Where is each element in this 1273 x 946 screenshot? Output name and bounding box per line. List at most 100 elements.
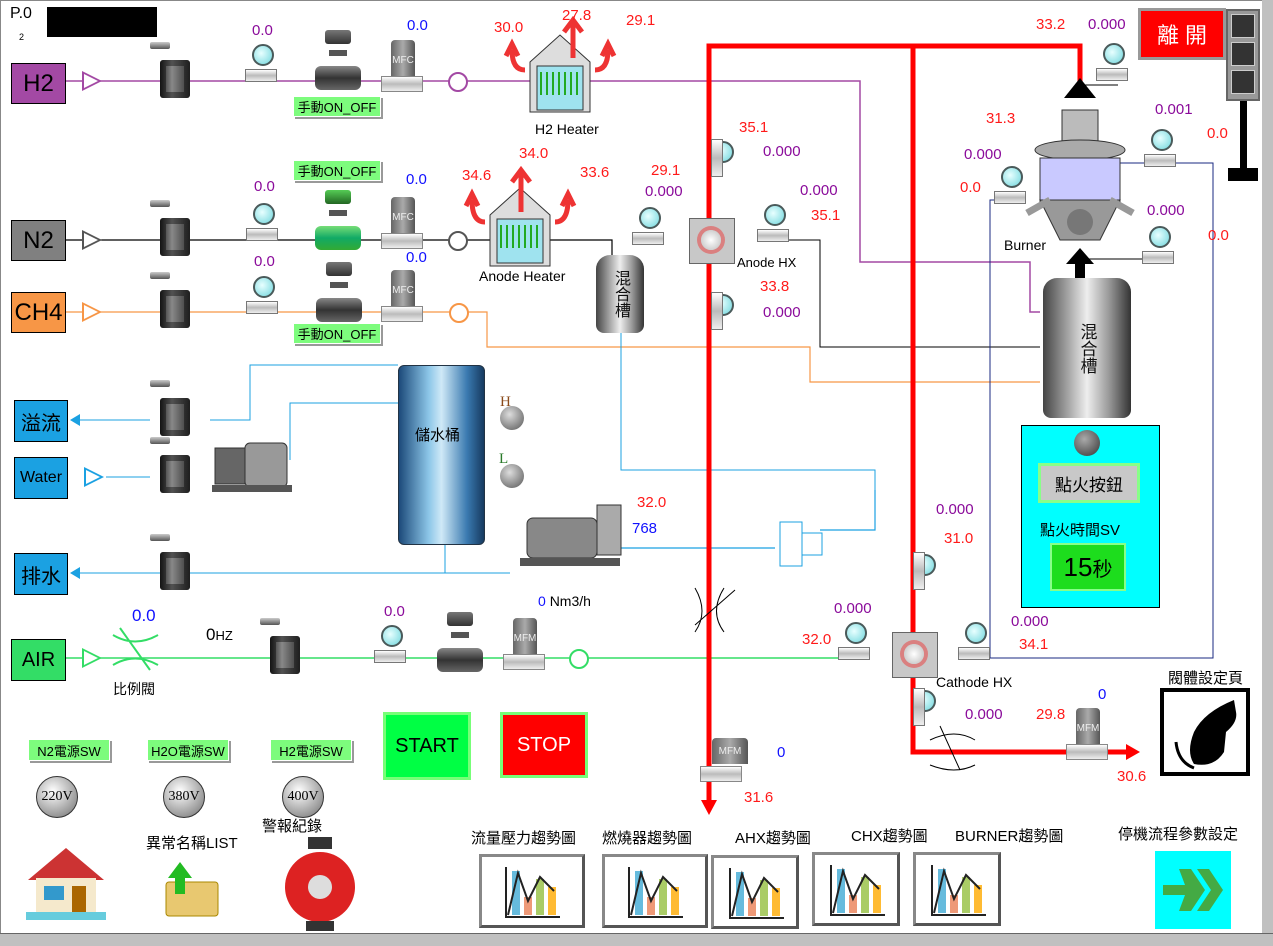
burner-right-top-value: 0.0: [1207, 125, 1228, 142]
ch4-ball-valve-icon[interactable]: [150, 272, 198, 330]
chx-out-temp: 29.8: [1036, 706, 1066, 723]
n2-mfc-icon: MFC: [381, 197, 423, 249]
n2-ball-valve-icon[interactable]: [150, 200, 198, 258]
anode-mfm-icon: MFM: [700, 730, 748, 782]
trend-button-burner[interactable]: [913, 852, 1001, 926]
home-icon[interactable]: [22, 840, 110, 925]
chart-icon: [729, 868, 784, 919]
ch4-manual-onoff-button[interactable]: 手動ON_OFF: [293, 323, 381, 344]
stop-button[interactable]: STOP: [500, 712, 588, 778]
anode-out-temp: 31.6: [744, 789, 774, 806]
h2-heater-label: H2 Heater: [535, 121, 599, 137]
air-inlet-arrow-icon: [82, 648, 102, 668]
source-n2: N2: [11, 220, 66, 261]
trend-button-chx[interactable]: [812, 852, 900, 926]
h2-heater-left-temp: 30.0: [494, 19, 524, 36]
stack-bar: [1240, 100, 1247, 170]
chart-icon: [931, 865, 986, 916]
trend-button-flow-pressure[interactable]: [479, 854, 585, 928]
ahx-right-gauge-icon: [757, 204, 789, 242]
burner-right-gauge-icon: [1142, 226, 1174, 264]
folder-upload-icon[interactable]: [162, 860, 222, 920]
source-ch4: CH4: [11, 292, 66, 333]
ahx-left-gauge-icon: [632, 207, 664, 245]
bottom-scrollbar[interactable]: [0, 933, 1273, 946]
ignite-time-value: 15: [1063, 551, 1093, 582]
hz-unit: HZ: [215, 628, 233, 643]
burner-left-value: 0.0: [960, 179, 981, 196]
indicator-stack: [1226, 9, 1260, 101]
chx-out-final-temp: 30.6: [1117, 768, 1147, 785]
alarm-bell-icon[interactable]: [270, 835, 370, 935]
trend-button-ahx[interactable]: [711, 855, 799, 929]
anode-out-arrow: [701, 800, 717, 815]
air-mfm-icon: MFM: [503, 618, 545, 670]
stack-base: [1228, 168, 1258, 181]
trend-label-burner-zh: 燃燒器趨勢圖: [602, 830, 693, 847]
exit-button[interactable]: 離 開: [1138, 8, 1226, 60]
level-high-indicator: [500, 406, 524, 430]
drain-ball-valve-icon[interactable]: [150, 534, 198, 592]
pointing-hand-icon[interactable]: [1160, 688, 1250, 776]
mix-tank-large: 混合槽: [1043, 278, 1131, 418]
overflow-pipe: [72, 364, 398, 421]
hmi-screen: [0, 0, 1263, 934]
h2-power-switch[interactable]: H2電源SW: [270, 739, 352, 761]
water-pump-icon: [212, 442, 292, 492]
n2-power-switch[interactable]: N2電源SW: [28, 739, 110, 761]
trend-label-ahx: AHX趨勢圖: [735, 830, 811, 847]
ahx-left-flow: 0.000: [645, 183, 683, 200]
prop-valve-label: 比例閥: [113, 681, 155, 697]
level-low-indicator: [500, 464, 524, 488]
h2-ball-valve-icon[interactable]: [150, 42, 198, 100]
burner-left-flow: 0.000: [964, 146, 1002, 163]
right-scrollbar[interactable]: [1262, 0, 1273, 945]
n2-pressure-value: 0.0: [254, 178, 275, 195]
arrowheads: [70, 78, 1258, 815]
start-button[interactable]: START: [383, 712, 471, 780]
h2-mfc-value: 0.0: [407, 17, 428, 34]
ahx-bottom-gauge-icon: [705, 292, 737, 332]
alarm-list-label: 異常名稱LIST: [146, 835, 238, 852]
air-pressure-gauge-icon: [374, 625, 406, 663]
n2-inlet-arrow-icon: [82, 230, 102, 250]
anode-hx-label: Anode HX: [737, 255, 797, 270]
chx-left-flow: 0.000: [834, 600, 872, 617]
n2-actuated-valve-icon[interactable]: [315, 190, 361, 252]
trend-button-burner-zh[interactable]: [602, 854, 708, 928]
ignite-time-label: 點火時間SV: [1040, 522, 1121, 539]
air-pressure-value: 0.0: [384, 603, 405, 620]
n2-manual-onoff-button[interactable]: 手動ON_OFF: [293, 160, 381, 181]
ignite-button[interactable]: 點火按鈕: [1038, 463, 1140, 503]
h2-pipe: [66, 80, 1040, 313]
air-hz-value: 0: [206, 625, 216, 644]
page-label: P.0: [10, 5, 32, 22]
h2-inlet-arrow-icon: [82, 71, 102, 91]
cathode-hx-label: Cathode HX: [936, 674, 1013, 690]
water-ball-valve-icon[interactable]: [150, 437, 198, 495]
source-drain: 排水: [14, 553, 68, 595]
h2o-power-switch[interactable]: H2O電源SW: [147, 739, 229, 761]
burner-left-pipe: [989, 199, 1000, 658]
chx-right-temp: 34.1: [1019, 636, 1049, 653]
double-chevron-right-icon[interactable]: [1155, 851, 1231, 929]
ignition-indicator: [1074, 430, 1100, 456]
indicator-light-1: [1231, 14, 1255, 38]
air-check-valve-icon: [569, 649, 589, 669]
overflow-ball-valve-icon[interactable]: [150, 380, 198, 438]
valve-settings-label: 閥體設定頁: [1168, 670, 1244, 687]
shutdown-params-label: 停機流程參數設定: [1118, 826, 1239, 843]
chx-left-gauge-icon: [838, 622, 870, 660]
burner-right-value: 0.0: [1208, 227, 1229, 244]
water-inlet-arrow-icon: [84, 467, 104, 487]
burner-right-flow: 0.000: [1147, 202, 1185, 219]
air-ball-valve-icon[interactable]: [260, 618, 308, 676]
h2-manual-onoff-button[interactable]: 手動ON_OFF: [293, 96, 381, 117]
ch4-actuated-valve-icon[interactable]: [316, 262, 362, 324]
chx-right-gauge-icon: [958, 622, 990, 660]
chx-top-gauge-icon: [907, 552, 939, 592]
air-actuated-valve-icon[interactable]: [437, 612, 483, 674]
h2-actuated-valve-icon[interactable]: [315, 30, 361, 92]
